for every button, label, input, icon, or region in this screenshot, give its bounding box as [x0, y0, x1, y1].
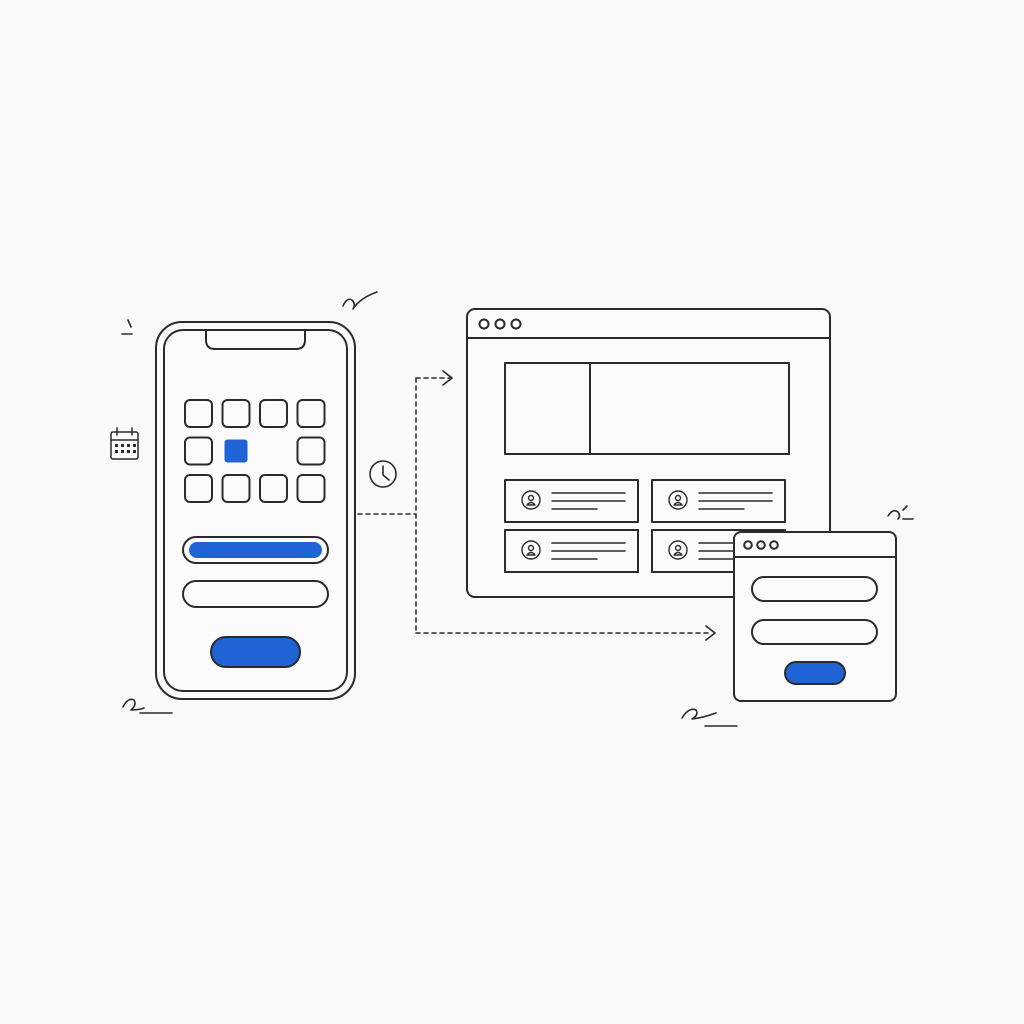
login-window [733, 531, 897, 702]
card-text-lines [698, 492, 773, 510]
phone-input-focused-highlight [189, 542, 322, 558]
content-card[interactable] [504, 529, 639, 573]
app-grid-cell[interactable] [184, 474, 213, 503]
doodle-spark [121, 319, 133, 335]
doodle-loop-top [342, 291, 378, 310]
content-card[interactable] [651, 479, 786, 523]
app-grid-cell[interactable] [296, 474, 326, 503]
card-grid [504, 479, 786, 573]
app-grid-cell[interactable] [259, 399, 288, 428]
calendar-icon [110, 427, 139, 460]
arrowhead-login [705, 625, 716, 641]
app-grid [184, 399, 326, 503]
doodle-loop-bottom-right [681, 708, 738, 727]
login-submit-button[interactable] [784, 661, 846, 685]
app-grid-cell-selected[interactable] [224, 439, 248, 463]
app-grid-cell[interactable] [184, 399, 213, 428]
app-grid-cell[interactable] [184, 436, 213, 466]
window-control-dot[interactable] [769, 540, 779, 550]
login-input-username[interactable] [751, 576, 878, 602]
browser-window [466, 308, 831, 598]
flow-connectors [357, 377, 713, 634]
doodle-spark-right [887, 505, 914, 520]
arrowhead-browser [442, 370, 453, 386]
doodle-loop-bottom-left [122, 698, 173, 714]
clock-icon [369, 460, 397, 488]
window-control-dot[interactable] [756, 540, 766, 550]
app-grid-cell[interactable] [221, 399, 251, 428]
window-control-dot[interactable] [478, 318, 490, 330]
window-control-dot[interactable] [743, 540, 753, 550]
phone-input[interactable] [182, 580, 329, 608]
user-icon [668, 540, 688, 560]
app-grid-cell[interactable] [296, 436, 326, 466]
window-control-dot[interactable] [510, 318, 522, 330]
window-control-dot[interactable] [494, 318, 506, 330]
user-icon [521, 490, 541, 510]
card-text-lines [551, 492, 626, 510]
decorative-doodles [121, 291, 914, 727]
hero-panel [504, 362, 790, 455]
app-grid-cell[interactable] [296, 399, 326, 428]
user-icon [521, 540, 541, 560]
user-icon [668, 490, 688, 510]
login-frame [733, 531, 897, 702]
app-grid-cell[interactable] [221, 474, 251, 503]
content-card[interactable] [504, 479, 639, 523]
login-input-password[interactable] [751, 619, 878, 645]
app-grid-cell[interactable] [259, 474, 288, 503]
phone-frame-inner [163, 329, 348, 692]
card-text-lines [551, 542, 626, 560]
phone-notch [205, 330, 306, 350]
mobile-phone [155, 321, 356, 700]
phone-primary-button[interactable] [210, 636, 301, 668]
